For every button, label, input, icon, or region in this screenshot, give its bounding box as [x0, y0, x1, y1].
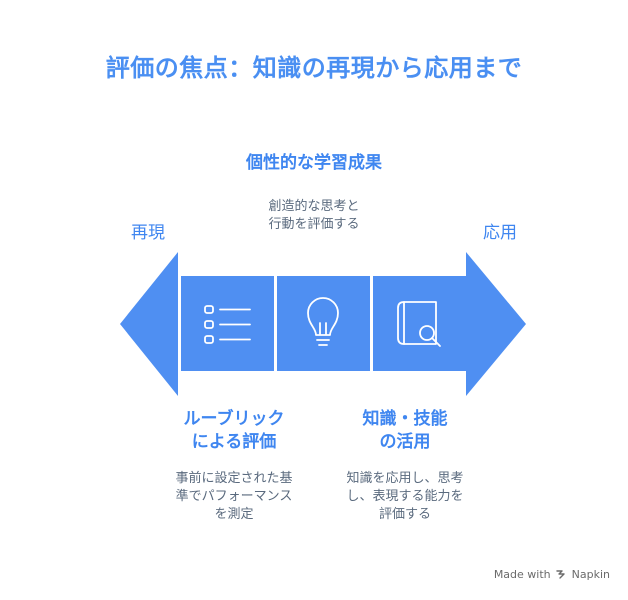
- rubric-desc-line: 準でパフォーマンス: [175, 489, 293, 504]
- knowledge-heading-line: 知識・技能: [362, 409, 448, 429]
- rubric-desc-line: 事前に設定された基: [175, 471, 293, 486]
- panel-list: [181, 276, 274, 371]
- panel-book: [373, 276, 466, 371]
- rubric-description: 事前に設定された基 準でパフォーマンス を測定: [150, 470, 318, 524]
- knowledge-desc-line: 知識を応用し、思考: [346, 471, 464, 486]
- right-end-label: 応用: [483, 223, 517, 243]
- knowledge-description: 知識を応用し、思考 し、表現する能力を 評価する: [320, 470, 490, 524]
- knowledge-desc-line: し、表現する能力を: [346, 489, 464, 504]
- rubric-heading-line: ルーブリック: [183, 409, 285, 429]
- right-arrowhead: [466, 252, 526, 396]
- center-heading: 個性的な学習成果: [246, 153, 382, 173]
- book-search-icon: [397, 301, 441, 347]
- rubric-heading-line: による評価: [191, 432, 277, 452]
- rubric-heading: ルーブリック による評価: [150, 408, 318, 454]
- knowledge-desc-line: 評価する: [378, 507, 431, 522]
- made-with-footer[interactable]: Made with Napkin: [470, 568, 610, 581]
- page-title: 評価の焦点：知識の再現から応用まで: [105, 54, 523, 82]
- left-end-label: 再現: [131, 223, 165, 243]
- list-icon: [204, 305, 251, 344]
- rubric-desc-line: を測定: [214, 507, 254, 522]
- left-arrowhead: [120, 252, 178, 396]
- center-desc-line: 創造的な思考と: [268, 199, 360, 214]
- knowledge-heading-line: の活用: [379, 432, 431, 452]
- lightbulb-icon: [307, 297, 339, 346]
- brand-text: Napkin: [571, 568, 610, 581]
- panel-lightbulb: [277, 276, 370, 371]
- center-description: 創造的な思考と 行動を評価する: [214, 198, 414, 234]
- knowledge-heading: 知識・技能 の活用: [320, 408, 490, 454]
- center-desc-line: 行動を評価する: [268, 217, 360, 232]
- made-with-text: Made with: [493, 568, 551, 581]
- napkin-logo-icon: [556, 569, 566, 579]
